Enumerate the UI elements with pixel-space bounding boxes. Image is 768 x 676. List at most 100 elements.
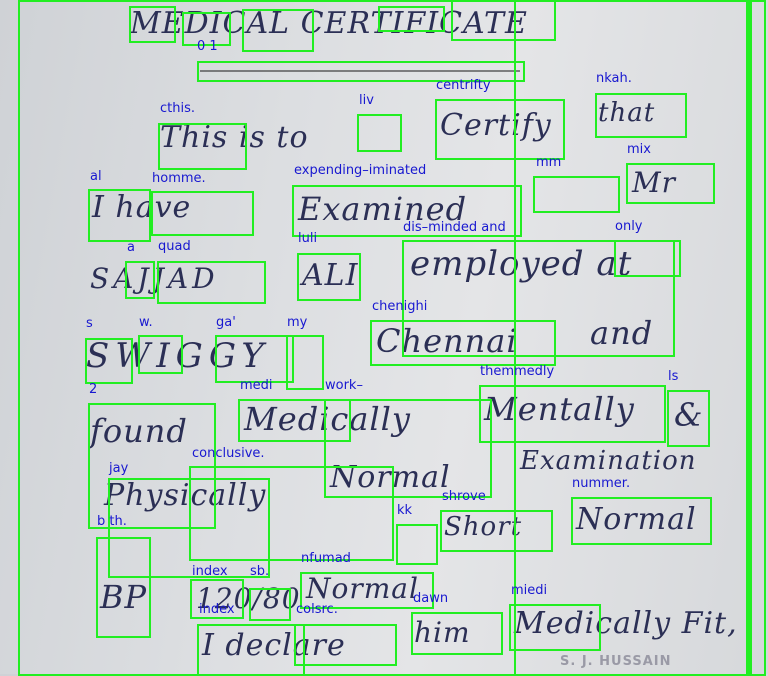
line-normal-3: Normal — [576, 502, 697, 537]
ocr-label: ga' — [216, 315, 236, 330]
line-certify: Certify — [440, 108, 552, 143]
detection-box — [378, 6, 445, 32]
detection-box — [249, 588, 291, 621]
line-mentally: Mentally — [484, 390, 635, 428]
line-examination: Examination — [520, 446, 697, 476]
line-this-is-to: This is to — [160, 120, 309, 155]
detection-box — [242, 9, 314, 52]
line-him: him — [414, 616, 471, 649]
line-bp-value: 120/80 — [196, 582, 301, 615]
detection-box — [396, 524, 438, 565]
detection-box — [215, 335, 294, 383]
ocr-label: nkah. — [596, 71, 632, 86]
detection-box — [440, 510, 553, 552]
detection-box — [158, 123, 247, 170]
detection-box — [292, 185, 522, 237]
ocr-label: homme. — [152, 171, 206, 186]
detection-box — [286, 335, 324, 390]
detection-box — [88, 189, 151, 242]
certificate-heading: MEDICAL CERTIFICATE — [130, 6, 528, 41]
detection-box — [96, 537, 151, 638]
ocr-label: luli — [298, 231, 318, 246]
line-ampersand: & — [674, 396, 704, 434]
detection-box — [370, 320, 556, 366]
ocr-label: jay — [109, 461, 129, 476]
right-edge-box — [746, 0, 766, 676]
detection-box — [294, 624, 397, 666]
ocr-label: index — [199, 602, 235, 617]
ocr-label: a — [127, 240, 135, 255]
detection-box — [190, 579, 244, 619]
detection-box — [479, 385, 666, 443]
detection-box — [533, 176, 620, 213]
ocr-label: 2 — [89, 382, 98, 397]
detection-box — [197, 61, 525, 82]
detection-box — [451, 0, 556, 41]
ocr-label: al — [90, 169, 102, 184]
detection-box — [626, 163, 715, 204]
detection-box — [297, 253, 361, 301]
ocr-label: mix — [627, 142, 651, 157]
ocr-label: themmedly — [480, 364, 555, 379]
line-that: that — [598, 98, 656, 128]
line-i-have: I have — [92, 190, 192, 225]
detection-box — [85, 338, 133, 384]
ocr-label: miedi — [511, 583, 548, 598]
line-i-declare: I declare — [202, 628, 346, 663]
ocr-label: kk — [397, 503, 413, 518]
line-normal-1: Normal — [330, 460, 451, 495]
detection-box — [402, 240, 675, 357]
detection-box — [189, 466, 394, 561]
ocr-label: 0 1 — [197, 39, 218, 54]
heading-underline — [200, 70, 520, 72]
line-normal-2: Normal — [306, 572, 419, 605]
ocr-label: colsrc. — [296, 602, 338, 617]
line-employer: SWIGGY — [86, 336, 270, 376]
ocr-label: expending–iminated — [294, 163, 427, 178]
detection-box — [182, 12, 231, 46]
detection-box — [197, 624, 305, 676]
detection-box — [238, 399, 351, 442]
detection-box — [138, 335, 183, 374]
doctor-stamp: S. J. HUSSAIN — [560, 654, 672, 669]
ocr-label: only — [615, 219, 643, 234]
line-medically-fit: Medically Fit, — [514, 606, 738, 641]
line-medically: Medically — [244, 400, 411, 438]
line-chennai: Chennai — [376, 322, 518, 360]
line-name-last: ALI — [302, 258, 359, 293]
detection-box — [435, 99, 565, 160]
detection-box — [125, 261, 155, 299]
detection-box — [571, 497, 712, 545]
ocr-label: shrove — [442, 489, 486, 504]
detection-box — [357, 114, 402, 152]
detection-box — [614, 240, 681, 277]
ocr-label: dis–minded and — [403, 220, 506, 235]
line-examined: Examined — [298, 190, 468, 228]
ocr-label: ls — [668, 369, 679, 384]
line-mr: Mr — [632, 166, 677, 199]
ocr-label: liv — [359, 93, 374, 108]
detection-box — [667, 390, 710, 447]
detection-box — [324, 399, 492, 498]
detection-box — [151, 191, 254, 236]
ocr-label: quad — [158, 239, 191, 254]
ocr-label: nfumad — [301, 551, 351, 566]
ocr-label: nummer. — [572, 476, 631, 491]
line-found: found — [90, 412, 188, 450]
ocr-label: w. — [139, 315, 153, 330]
line-physically: Physically — [104, 478, 267, 513]
detection-box — [411, 612, 503, 655]
ocr-label: work– — [325, 378, 363, 393]
ocr-label: cthis. — [160, 101, 196, 116]
ocr-label: sb. — [250, 564, 270, 579]
detection-box — [595, 93, 687, 138]
detection-box — [157, 261, 266, 304]
ocr-label: chenighi — [372, 299, 428, 314]
ocr-label: centrifty — [436, 78, 491, 93]
line-short: Short — [444, 512, 523, 542]
detection-box — [129, 6, 176, 43]
line-and: and — [590, 314, 654, 352]
ocr-label: b th. — [97, 514, 127, 529]
line-name-first: SAJJAD — [90, 262, 219, 295]
ocr-label: conclusive. — [192, 446, 265, 461]
